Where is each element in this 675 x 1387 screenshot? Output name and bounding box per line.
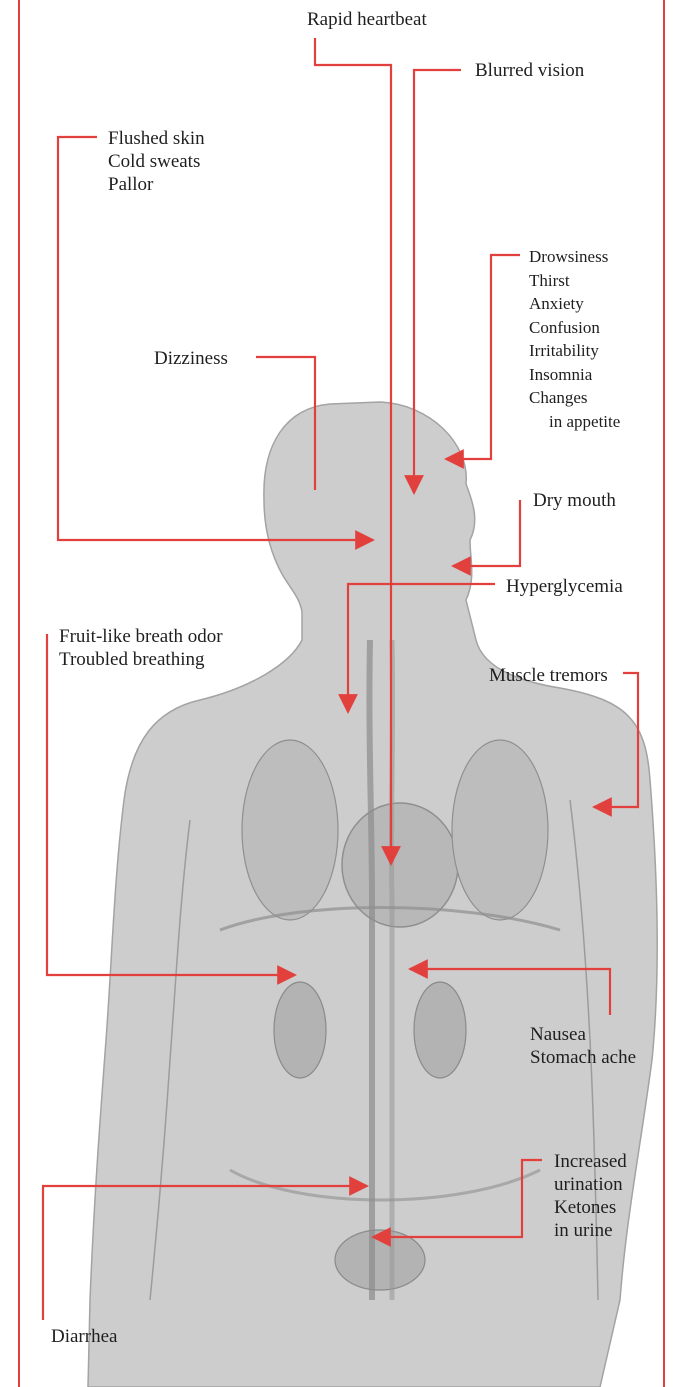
label-muscle-tremors: Muscle tremors [489,664,608,687]
label-pallor: Pallor [108,173,205,196]
label-anxiety: Anxiety [529,292,620,316]
lung-left-shape [242,740,338,920]
label-drowsiness: Drowsiness [529,245,620,269]
label-in-urine: in urine [554,1219,627,1242]
label-breath-group: Fruit-like breath odor Troubled breathin… [59,625,223,671]
label-insomnia: Insomnia [529,363,620,387]
kidney-left-shape [274,982,326,1078]
label-dizziness: Dizziness [154,347,228,370]
label-skin-group: Flushed skin Cold sweats Pallor [108,127,205,196]
label-mental-group: Drowsiness Thirst Anxiety Confusion Irri… [529,245,620,433]
label-hyperglycemia: Hyperglycemia [506,575,623,598]
leader-mental [446,255,520,459]
label-diarrhea: Diarrhea [51,1325,117,1348]
label-irritability: Irritability [529,339,620,363]
label-stomach-ache: Stomach ache [530,1046,636,1069]
label-fruit-breath: Fruit-like breath odor [59,625,223,648]
label-stomach-group: Nausea Stomach ache [530,1023,636,1069]
lung-right-shape [452,740,548,920]
label-cold-sweats: Cold sweats [108,150,205,173]
label-nausea: Nausea [530,1023,636,1046]
label-confusion: Confusion [529,316,620,340]
label-changes: Changes [529,386,620,410]
bladder-shape [335,1230,425,1290]
label-urination: urination [554,1173,627,1196]
label-urination-group: Increased urination Ketones in urine [554,1150,627,1242]
label-troubled-breathing: Troubled breathing [59,648,223,671]
label-increased: Increased [554,1150,627,1173]
label-in-appetite: in appetite [529,410,620,434]
kidney-right-shape [414,982,466,1078]
label-blurred-vision: Blurred vision [475,59,584,82]
label-ketones: Ketones [554,1196,627,1219]
label-dry-mouth: Dry mouth [533,489,616,512]
label-thirst: Thirst [529,269,620,293]
label-flushed-skin: Flushed skin [108,127,205,150]
label-rapid-heartbeat: Rapid heartbeat [307,8,427,31]
